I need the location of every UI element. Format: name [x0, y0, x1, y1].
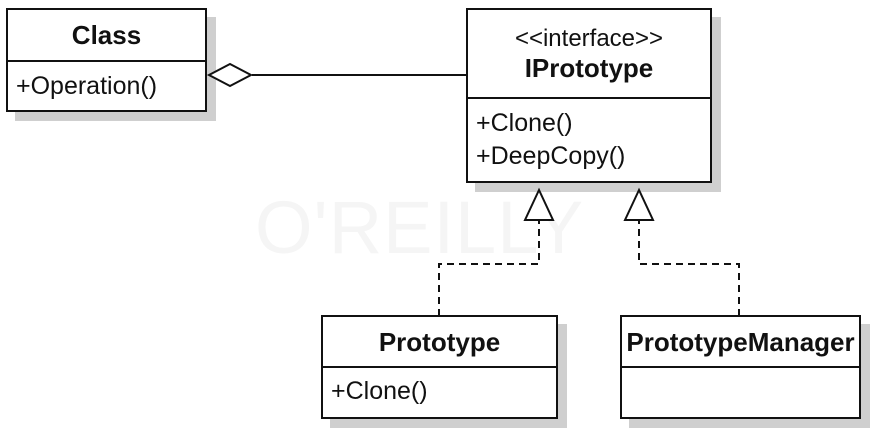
- class-box-prototype[interactable]: Prototype +Clone(): [321, 315, 558, 419]
- class-name-section: <<interface>> IPrototype: [468, 10, 710, 99]
- class-name-prototype: Prototype: [378, 326, 501, 357]
- operations-section: +Clone(): [323, 368, 556, 408]
- class-name-client: Class: [71, 20, 142, 50]
- operation-item: +Clone(): [476, 109, 573, 137]
- realization-line-prototype-manager: [638, 221, 740, 316]
- stereotype-label: <<interface>>: [514, 24, 664, 52]
- operation-item: +Operation(): [16, 72, 158, 100]
- realization-line-prototype: [438, 221, 540, 316]
- operations-section: +Clone() +DeepCopy(): [468, 99, 710, 173]
- operations-section: [622, 368, 859, 374]
- class-name-prototype-manager: PrototypeManager: [626, 326, 855, 357]
- operation-item: +Clone(): [331, 377, 428, 405]
- class-name-section: Class: [8, 10, 205, 62]
- class-name-section: Prototype: [323, 317, 556, 368]
- operation-item: +DeepCopy(): [476, 142, 626, 170]
- class-box-prototype-manager[interactable]: PrototypeManager: [620, 315, 861, 419]
- operations-section: +Operation(): [8, 62, 205, 103]
- class-box-client[interactable]: Class +Operation(): [6, 8, 207, 112]
- class-name-section: PrototypeManager: [622, 317, 859, 368]
- class-name-iprototype: IPrototype: [524, 52, 654, 83]
- class-box-iprototype[interactable]: <<interface>> IPrototype +Clone() +DeepC…: [466, 8, 712, 183]
